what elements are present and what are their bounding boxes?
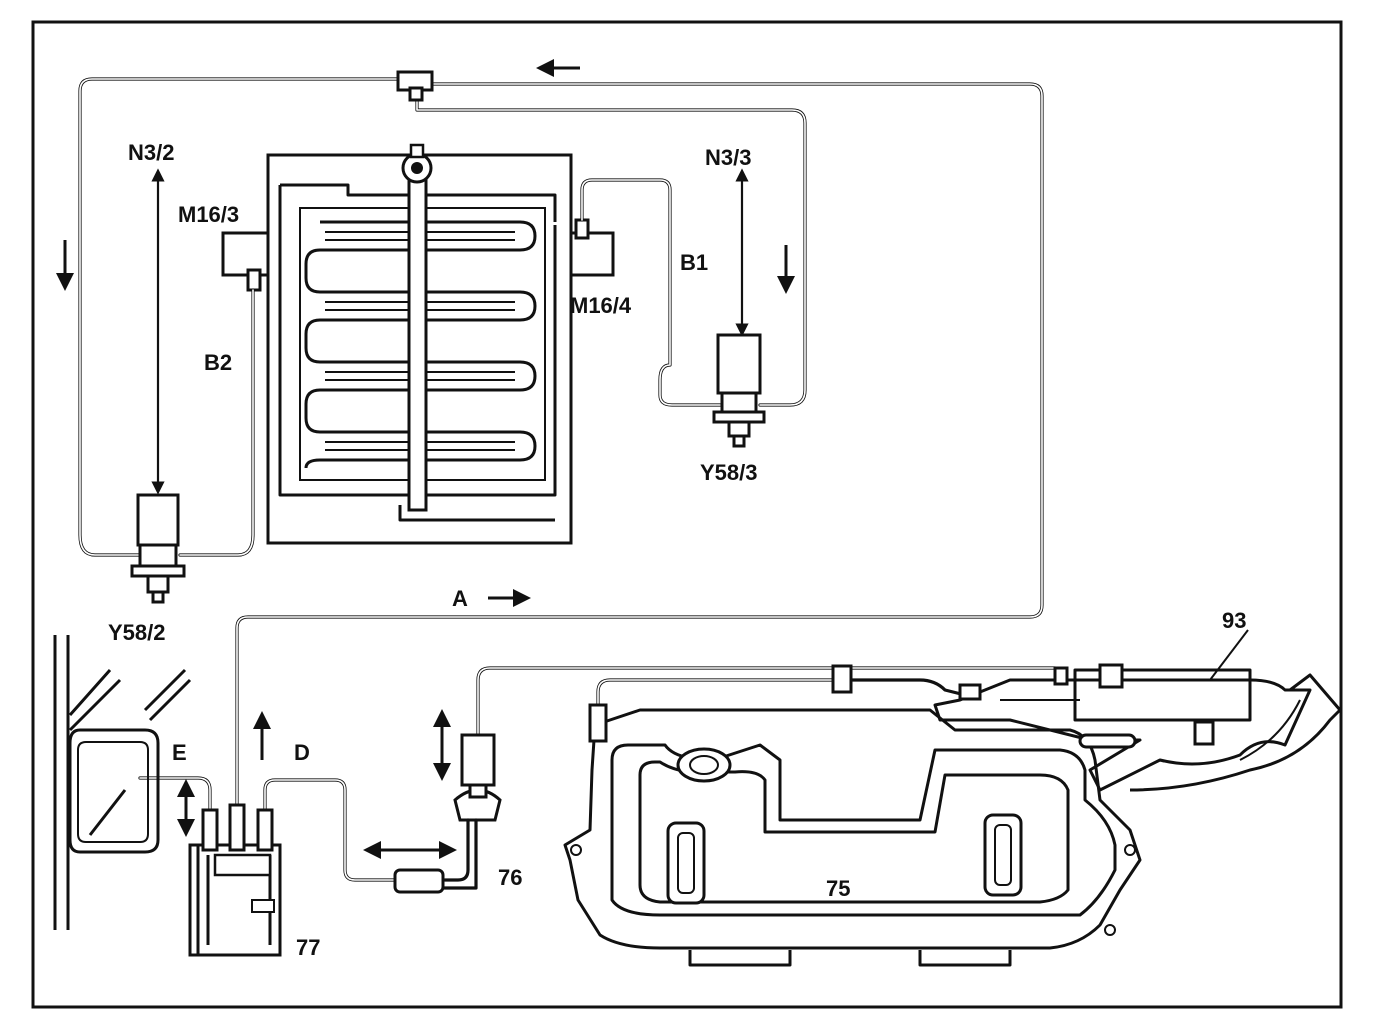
flow-arrows [56, 59, 1249, 859]
diagram-frame [31, 20, 1343, 1009]
actuator-m16-4 [569, 218, 615, 277]
label-y58-2: Y58/2 [108, 620, 166, 645]
label-93: 93 [1222, 608, 1246, 633]
label-d: D [294, 740, 310, 765]
label-n3-2: N3/2 [128, 140, 174, 165]
filler-neck-93 [933, 663, 1342, 792]
actuator-m16-3 [221, 231, 270, 292]
label-76: 76 [498, 865, 522, 890]
label-e: E [172, 740, 187, 765]
charcoal-canister-77 [188, 803, 282, 957]
valve-76 [393, 733, 502, 894]
heater-core [266, 143, 573, 545]
label-m16-4: M16/4 [570, 293, 632, 318]
label-a: A [452, 586, 468, 611]
body-bracket [53, 635, 192, 930]
label-75: 75 [826, 876, 850, 901]
valve-y58-2 [130, 493, 186, 604]
label-77: 77 [296, 935, 320, 960]
fuel-tank-75 [563, 703, 1142, 967]
label-m16-3: M16/3 [178, 202, 239, 227]
label-n3-3: N3/3 [705, 145, 751, 170]
valve-y58-3 [712, 333, 766, 448]
diagram-labels: N3/2 N3/3 M16/3 M16/4 B1 B2 Y58/2 Y58/3 … [108, 140, 1246, 960]
label-b1: B1 [680, 250, 708, 275]
label-b2: B2 [204, 350, 232, 375]
t-junction [396, 70, 434, 102]
vacuum-lines [78, 77, 1057, 882]
label-y58-3: Y58/3 [700, 460, 758, 485]
line-clamp [831, 664, 853, 694]
